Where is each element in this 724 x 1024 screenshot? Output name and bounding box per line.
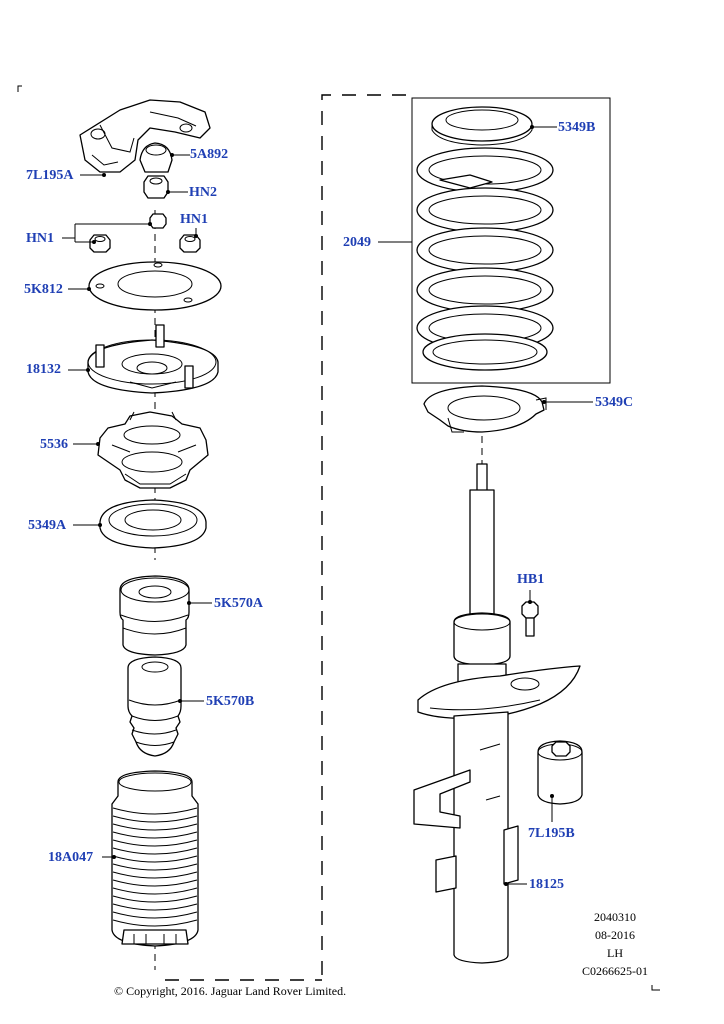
bolt-HB1 [521,601,539,637]
label-5K570A: 5K570A [214,596,263,611]
label-18132: 18132 [26,362,61,377]
label-7L195A: 7L195A [26,168,74,183]
nut-HN2 [143,175,169,199]
label-5K570B: 5K570B [206,694,255,709]
drawing-code: 2040310 [594,910,636,924]
label-5349B: 5349B [558,120,596,135]
label-HB1: HB1 [517,572,545,587]
label-5A892: 5A892 [190,147,229,162]
drawing-date: 08-2016 [595,928,635,942]
nut-HN1-center [149,213,167,229]
label-HN2: HN2 [189,185,217,200]
top-mount-18132 [87,324,219,394]
label-2049: 2049 [343,235,371,250]
insulator-7L195B [537,740,583,805]
label-5349A: 5349A [28,518,67,533]
label-5K812: 5K812 [24,282,63,297]
plate-5K812 [88,261,222,311]
nut-HN1-right [179,234,201,253]
label-HN1-left: HN1 [26,231,54,246]
label-5536: 5536 [40,437,68,452]
strut-18125 [413,463,581,964]
nut-HN1-left [89,234,111,253]
dust-boot-18A047 [111,770,199,947]
mounting-bracket-7L195A [79,99,211,173]
label-18A047: 18A047 [48,850,94,865]
divider-frame [17,85,660,991]
bearing-housing-5536 [97,411,209,489]
upper-seat-5349B [431,106,533,146]
drawing-ref: C0266625-01 [582,964,648,978]
jounce-bumper-5K570B [127,656,182,757]
spring-seat-5349A [99,499,207,549]
cap-5A892 [139,142,173,173]
drawing-side: LH [607,946,623,960]
label-7L195B: 7L195B [528,826,575,841]
spring-group-frame [411,97,611,384]
leader-lines [62,125,593,886]
label-18125: 18125 [529,877,564,892]
bump-stop-5K570A [119,575,190,656]
label-5349C: 5349C [595,395,634,410]
label-HN1-right: HN1 [180,212,208,227]
copyright-notice: © Copyright, 2016. Jaguar Land Rover Lim… [114,984,347,998]
coil-spring-2049 [416,147,554,371]
lower-insulator-5349C [423,385,547,433]
